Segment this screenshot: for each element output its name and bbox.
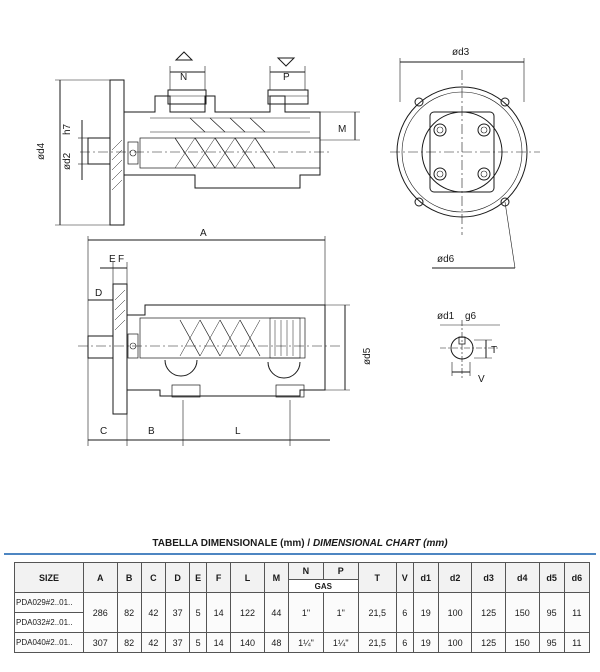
table-cell: 44 [263,592,290,633]
col-p: P [322,562,359,580]
col-d3: d3 [471,562,506,593]
label-n: N [180,72,187,83]
technical-drawing: N P M ød4 ød2 h7 ød3 ød6 A E F D C B L ø… [36,47,540,446]
table-cell: 1" [288,592,324,633]
chart-caption: TABELLA DIMENSIONALE (mm) / DIMENSIONAL … [0,538,600,549]
table-cell-size: PDA032#2..01.. [14,612,84,633]
col-l: L [230,562,265,593]
col-d4: d4 [504,562,540,593]
table-cell: 95 [538,592,565,633]
table-cell: 11 [563,592,591,633]
table-cell: 42 [140,632,167,653]
table-cell: 100 [437,632,473,653]
table-cell: 14 [205,592,232,633]
col-t: T [357,562,397,593]
col-d6: d6 [563,562,591,593]
table-cell: 1¼" [322,632,359,653]
shaft-key-detail [440,320,500,378]
col-b: B [116,562,142,593]
col-d: D [164,562,191,593]
table-cell: 37 [164,632,191,653]
table-cell: 6 [395,632,414,653]
dimensional-table: SIZE A B C D E F L M N P T V d1 d2 d3 d4… [14,562,591,653]
table-cell: 150 [504,632,540,653]
table-cell: 95 [538,632,565,653]
col-f: F [205,562,232,593]
bottom-view [78,236,350,446]
table-header-row: SIZE A B C D E F L M N P T V d1 d2 d3 d4… [14,562,591,593]
label-m: M [338,124,346,135]
col-d2: d2 [437,562,473,593]
col-e: E [189,562,207,593]
label-l: L [235,426,241,437]
label-d4: ød4 [36,142,47,160]
col-c: C [140,562,167,593]
caption-plain: TABELLA DIMENSIONALE (mm) / [152,538,313,549]
label-e: E [109,254,116,265]
table-cell: 48 [263,632,290,653]
label-t: T [491,345,497,356]
table-cell: 100 [437,592,473,633]
label-c: C [100,426,107,437]
table-cell-size: PDA040#2..01.. [14,632,84,653]
col-m: M [263,562,290,593]
table-cell: 21,5 [357,632,397,653]
table-cell: 122 [230,592,265,633]
col-size: SIZE [14,562,84,593]
table-cell: 11 [563,632,591,653]
label-d: D [95,288,102,299]
table-cell: 1" [322,592,359,633]
table-cell: 82 [116,592,142,633]
col-v: V [395,562,414,593]
table-cell: 19 [412,632,439,653]
label-b: B [148,426,155,437]
table-cell: 5 [189,632,207,653]
table-cell: 140 [230,632,265,653]
label-a: A [200,228,207,239]
table-cell: 82 [116,632,142,653]
table-cell: 125 [471,632,506,653]
flange-view [390,58,540,269]
table-cell: 14 [205,632,232,653]
caption-italic: DIMENSIONAL CHART (mm) [312,538,448,549]
table-cell: 21,5 [357,592,397,633]
table-cell: 37 [164,592,191,633]
table-cell: 1¼" [288,632,324,653]
table-cell: 125 [471,592,506,633]
label-d5: ød5 [362,347,373,365]
table-cell: 286 [83,592,118,633]
label-d1: ød1 [437,311,455,322]
table-cell: 5 [189,592,207,633]
top-view [55,51,360,226]
label-h7: h7 [62,123,73,135]
caption-divider [4,553,596,555]
label-d6: ød6 [437,254,455,265]
col-n: N [288,562,324,580]
label-d2: ød2 [62,152,73,170]
col-d5: d5 [538,562,565,593]
table-cell: 42 [140,592,167,633]
table-cell: 307 [83,632,118,653]
table-cell: 19 [412,592,439,633]
label-v: V [478,374,485,385]
table-cell: 150 [504,592,540,633]
label-p: P [283,72,290,83]
label-d3: ød3 [452,47,470,58]
gas-label: GAS [288,579,359,593]
col-d1: d1 [412,562,439,593]
table-cell: 6 [395,592,414,633]
label-f: F [118,254,124,265]
table-cell-size: PDA029#2..01.. [14,592,84,613]
col-a: A [83,562,118,593]
label-g6: g6 [465,311,477,322]
